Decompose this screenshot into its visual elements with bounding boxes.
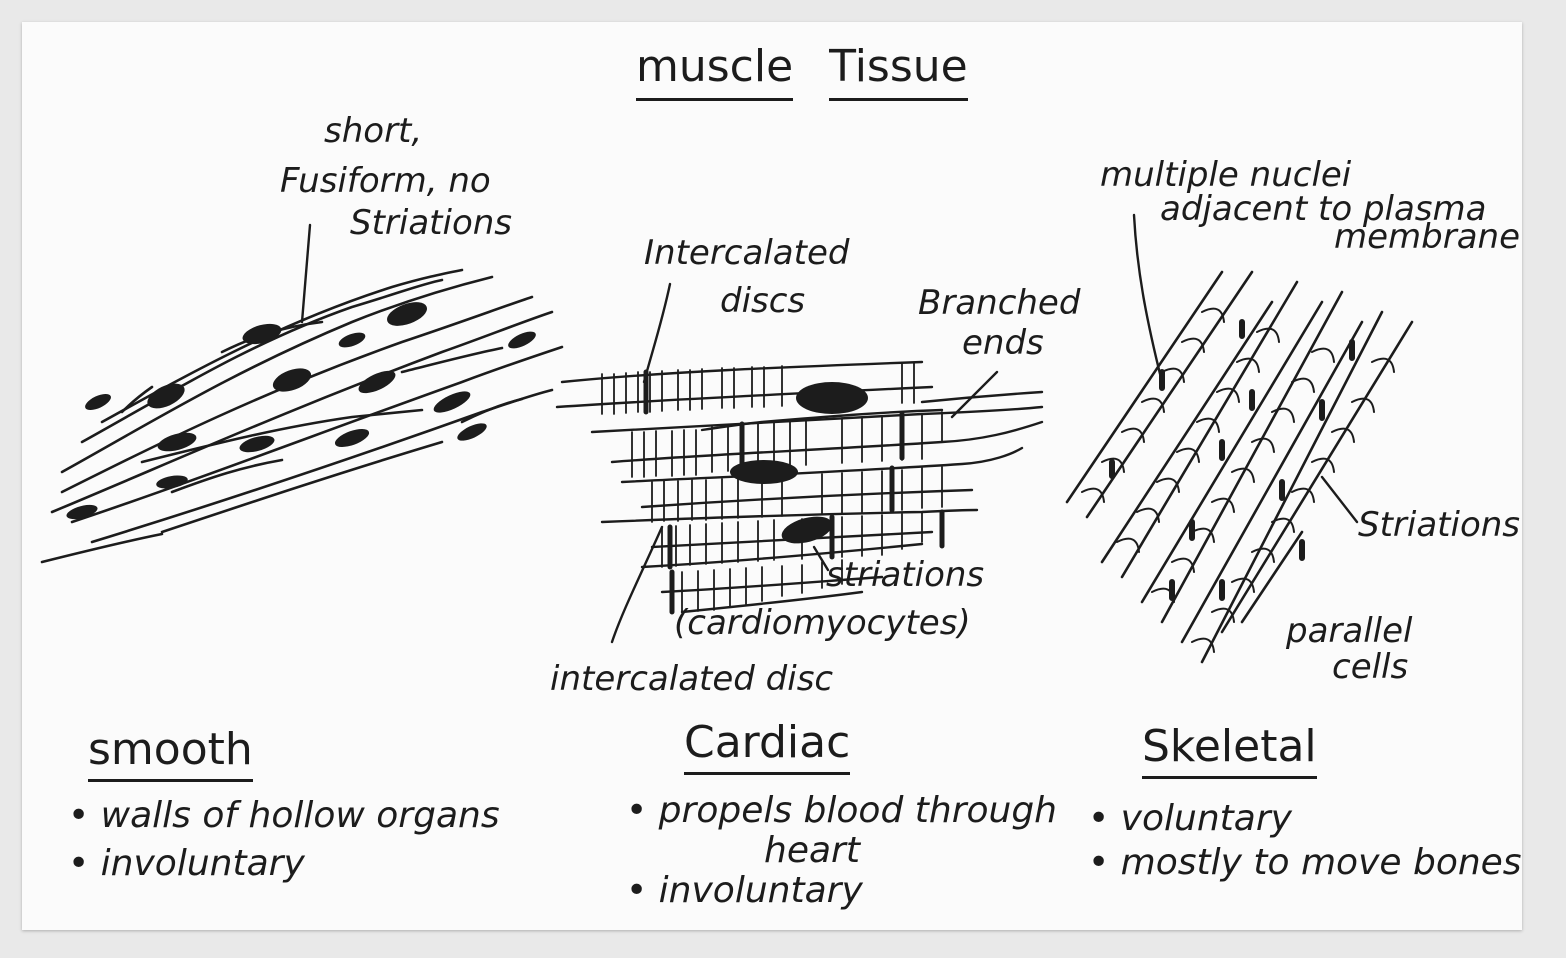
skeletal-bullet-1: • voluntary: [1088, 798, 1292, 839]
cardiac-label-intercalated-discs-1: Intercalated: [644, 233, 850, 273]
skeletal-label-striations: Striations: [1358, 505, 1521, 545]
title-word-muscle: muscle: [636, 41, 794, 101]
skeletal-label-parallel: parallel: [1286, 611, 1413, 651]
skeletal-heading: Skeletal: [1142, 723, 1317, 780]
cardiac-label-striations: striations: [826, 555, 985, 595]
cardiac-label-branched-1: Branched: [918, 283, 1081, 323]
skeletal-label-nuclei-1: multiple nuclei: [1100, 155, 1352, 195]
cardiac-bullet-1: • propels blood through: [626, 790, 1057, 831]
cardiac-muscle-drawing: [555, 282, 1044, 644]
skeletal-muscle-drawing: [1065, 213, 1414, 664]
smooth-annotation-line-2: Fusiform, no: [280, 161, 491, 201]
smooth-heading: smooth: [88, 726, 253, 783]
title-word-tissue: Tissue: [829, 41, 968, 101]
cardiac-bullet-1-continued: heart: [764, 829, 860, 871]
smooth-bullet-1: • walls of hollow organs: [68, 795, 500, 836]
title: muscle Tissue: [636, 41, 968, 101]
cardiac-bullets: • propels blood through heart • involunt…: [626, 792, 1057, 909]
smooth-bullet-2: • involuntary: [68, 842, 305, 884]
smooth-muscle-drawing: [40, 223, 564, 564]
index-card: muscle Tissue short, Fusiform, no Striat…: [22, 22, 1522, 930]
cardiac-label-cardiomyocytes: (cardiomyocytes): [674, 603, 971, 643]
skeletal-bullets: • voluntary • mostly to move bones: [1088, 800, 1522, 882]
smooth-annotation-line-1: short,: [324, 111, 423, 151]
cardiac-label-intercalated-discs-2: discs: [720, 281, 806, 321]
smooth-bullets: • walls of hollow organs • involuntary: [68, 797, 500, 883]
skeletal-label-nuclei-2: adjacent to plasma: [1160, 189, 1487, 229]
cardiac-heading: Cardiac: [684, 719, 851, 776]
smooth-annotation-line-3: Striations: [350, 203, 513, 243]
cardiac-label-branched-2: ends: [962, 323, 1044, 363]
skeletal-label-nuclei-3: membrane: [1334, 217, 1521, 257]
muscle-illustrations: [40, 213, 1414, 664]
cardiac-label-intercalated-disc: intercalated disc: [550, 659, 834, 699]
skeletal-label-cells: cells: [1332, 647, 1409, 687]
cardiac-bullet-2: • involuntary: [626, 869, 863, 911]
skeletal-bullet-2: • mostly to move bones: [1088, 841, 1522, 883]
